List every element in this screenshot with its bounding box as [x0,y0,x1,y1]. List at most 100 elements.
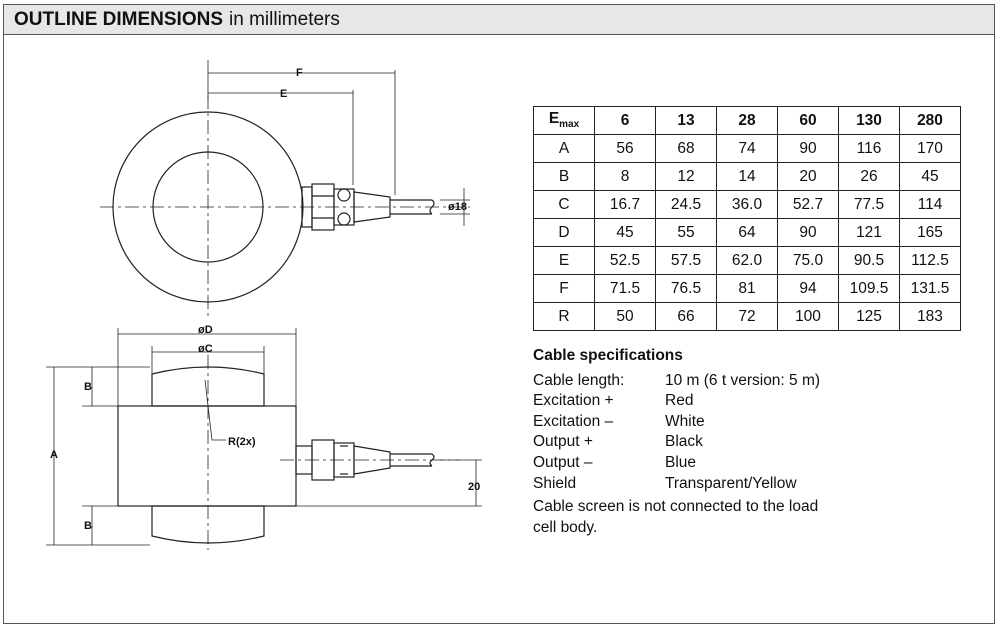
dim-a-label: A [50,449,58,461]
dim-e-label: E [280,88,287,100]
table-cell: 68 [655,134,717,163]
table-header-cell: 130 [838,106,900,135]
spec-row: Excitation – White [533,412,823,433]
table-row: R 50 66 72 100 125 183 [533,302,961,331]
table-cell: 90 [777,218,839,247]
table-row: D 45 55 64 90 121 165 [533,218,961,247]
table-cell: 116 [838,134,900,163]
row-label: E [533,246,595,275]
dim-f-label: F [296,67,303,79]
panel-title: OUTLINE DIMENSIONS [14,8,224,30]
table-cell: 62.0 [716,246,778,275]
dim-20-label: 20 [468,481,480,493]
table-header-cell: 280 [899,106,961,135]
table-cell: 12 [655,162,717,191]
table-cell: 183 [899,302,961,331]
table-cell: 94 [777,274,839,303]
table-row: B 8 12 14 20 26 45 [533,162,961,191]
dim-b-top-label: B [84,381,92,393]
table-cell: 45 [899,162,961,191]
spec-value: White [665,412,705,430]
table-cell: 36.0 [716,190,778,219]
table-cell: 64 [716,218,778,247]
table-cell: 77.5 [838,190,900,219]
emax-label: E [548,110,560,128]
panel-subtitle: in millimeters [229,8,340,30]
spec-key: Shield [533,474,577,492]
table-header-emax: Emax [533,106,595,135]
cell-body [117,405,297,507]
row-label: C [533,190,595,219]
top-button [151,366,265,407]
spec-value: Red [665,392,694,410]
table-cell: 66 [655,302,717,331]
table-cell: 57.5 [655,246,717,275]
bottom-base [151,505,265,544]
dim-d-label: øD [198,324,213,336]
table-cell: 131.5 [899,274,961,303]
table-cell: 76.5 [655,274,717,303]
table-cell: 50 [594,302,656,331]
spec-row: Shield Transparent/Yellow [533,474,823,495]
cable-screen-note: Cable screen is not connected to the loa… [533,498,819,536]
spec-row: Output – Blue [533,453,823,474]
table-cell: 90.5 [838,246,900,275]
row-label: D [533,218,595,247]
table-cell: 165 [899,218,961,247]
dim-18-label: ø18 [448,201,467,213]
table-cell: 55 [655,218,717,247]
spec-key: Excitation + [533,392,614,410]
table-header-row: Emax 6 13 28 60 130 280 [533,106,961,135]
table-cell: 72 [716,302,778,331]
spec-value: Black [665,433,703,451]
table-cell: 52.7 [777,190,839,219]
row-label: R [533,302,595,331]
panel-header: OUTLINE DIMENSIONS in millimeters [4,5,994,35]
row-label: A [533,134,595,163]
spec-key: Output – [533,453,593,471]
spec-row: Excitation + Red [533,391,823,412]
table-cell: 170 [899,134,961,163]
table-cell: 16.7 [594,190,656,219]
spec-key: Output + [533,433,593,451]
spec-row: Cable length:10 m (6 t version: 5 m) [533,371,823,392]
spec-value: Transparent/Yellow [665,474,797,492]
emax-sub: max [559,119,580,131]
table-cell: 45 [594,218,656,247]
spec-row: Output + Black [533,432,823,453]
table-cell: 20 [777,162,839,191]
spec-key: Cable length: [533,371,625,389]
dim-c-label: øC [198,343,213,355]
table-cell: 75.0 [777,246,839,275]
table-cell: 114 [899,190,961,219]
table-header-cell: 13 [655,106,717,135]
table-cell: 52.5 [594,246,656,275]
table-header-cell: 6 [594,106,656,135]
table-cell: 100 [777,302,839,331]
table-row: C 16.7 24.5 36.0 52.7 77.5 114 [533,190,961,219]
dimension-table: Emax 6 13 28 60 130 280 A 56 68 74 90 11… [533,106,961,331]
table-cell: 71.5 [594,274,656,303]
radius-label: R(2x) [228,436,256,448]
table-header-cell: 28 [716,106,778,135]
spec-value: Blue [665,453,697,471]
table-row: E 52.5 57.5 62.0 75.0 90.5 112.5 [533,246,961,275]
table-cell: 56 [594,134,656,163]
cable-specifications: Cable specifications Cable length:10 m (… [533,346,823,538]
table-cell: 74 [716,134,778,163]
dim-b-bottom-label: B [84,520,92,532]
cable-spec-title: Cable specifications [533,347,683,364]
table-cell: 109.5 [838,274,900,303]
table-cell: 24.5 [655,190,717,219]
spec-key: Excitation – [533,412,614,430]
table-cell: 26 [838,162,900,191]
table-cell: 81 [716,274,778,303]
table-cell: 14 [716,162,778,191]
row-label: F [533,274,595,303]
table-cell: 112.5 [899,246,961,275]
table-cell: 121 [838,218,900,247]
table-header-cell: 60 [777,106,839,135]
table-row: F 71.5 76.5 81 94 109.5 131.5 [533,274,961,303]
table-cell: 8 [594,162,656,191]
